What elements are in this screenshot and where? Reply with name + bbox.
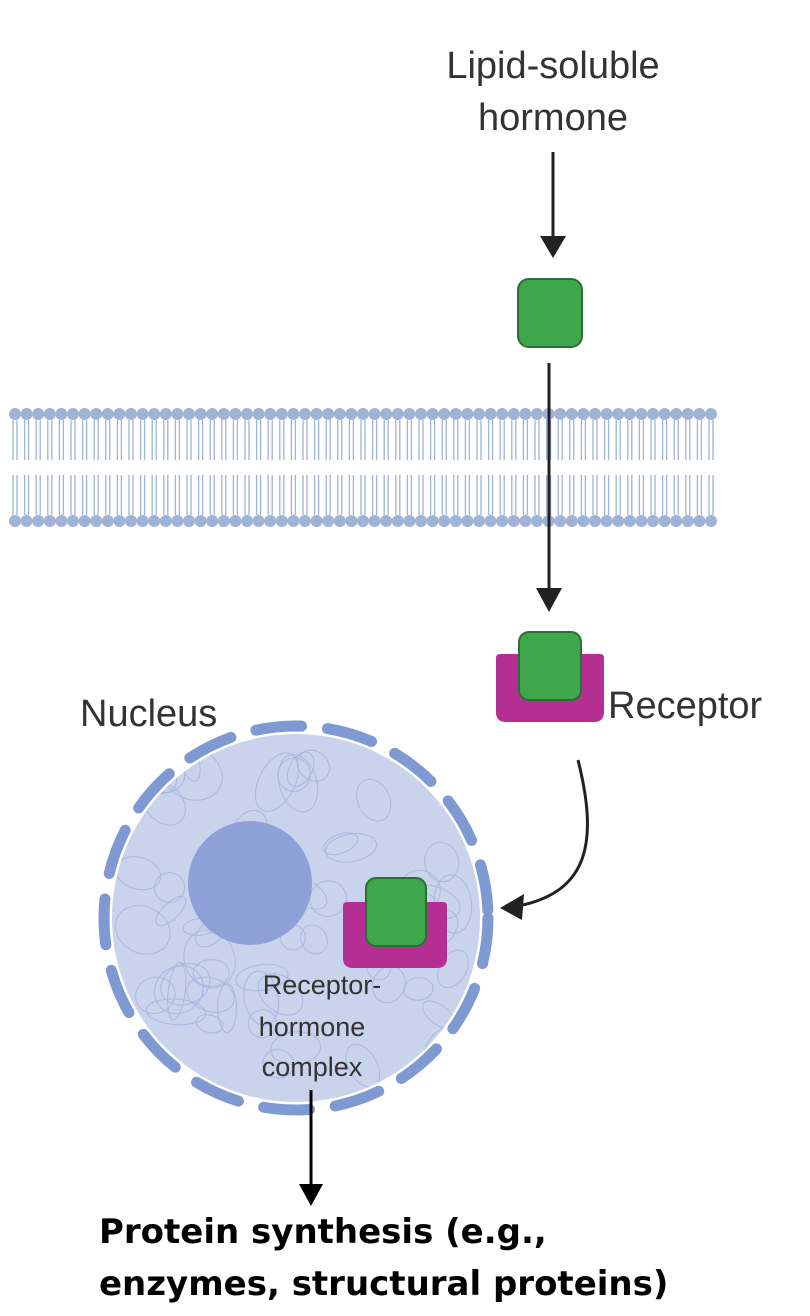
- nucleus-label: Nucleus: [80, 693, 217, 735]
- arrow-hormone-approach: [540, 152, 566, 258]
- arrow-to-protein-synthesis: [299, 1090, 323, 1206]
- bound-hormone: [518, 631, 582, 701]
- hormone-label-line1: Lipid-soluble: [446, 45, 659, 87]
- cell-membrane: [9, 408, 717, 527]
- outcome-label-line2: enzymes, structural proteins): [99, 1264, 668, 1304]
- complex-label-line2: hormone: [259, 1012, 366, 1042]
- nucleus: [98, 720, 494, 1116]
- receptor-label: Receptor: [608, 685, 763, 727]
- nuclear-envelope: [98, 720, 494, 1116]
- receptor-hormone-binding: [496, 631, 604, 722]
- outcome-label-line1: Protein synthesis (e.g.,: [99, 1212, 547, 1252]
- complex-label-line1: Receptor-: [263, 970, 382, 1000]
- nucleolus: [188, 821, 312, 945]
- receptor-protein: [496, 654, 604, 722]
- complex-hormone: [365, 877, 427, 947]
- arrow-crossing-membrane: [536, 363, 562, 612]
- hormone-label-line2: hormone: [478, 97, 628, 139]
- receptor-hormone-complex: [343, 877, 447, 968]
- hormone-molecule: [517, 278, 583, 348]
- arrow-into-nucleus: [500, 759, 589, 920]
- complex-receptor-protein: [343, 902, 447, 968]
- complex-label-line3: complex: [262, 1052, 363, 1082]
